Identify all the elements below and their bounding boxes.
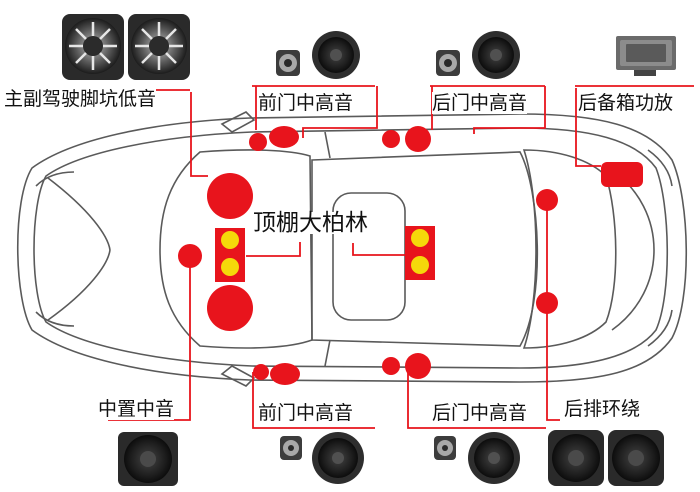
center-speaker-product: [118, 432, 178, 486]
trunk-line: [611, 169, 655, 331]
front-door-mid-top: [269, 126, 299, 148]
front-door-label-top: 前门中高音: [258, 92, 354, 114]
door-seam-bottom: [324, 339, 331, 367]
front-door-tweeter-top: [249, 133, 267, 151]
rear-door-mid-top: [405, 126, 431, 152]
trunk-amp-marker: [601, 162, 643, 187]
door-seam-top: [324, 131, 331, 159]
taillight-bottom: [647, 309, 673, 347]
car-body: [16, 111, 688, 387]
rear-door-speakers-top-product: [436, 31, 520, 79]
taillight-top: [647, 149, 673, 187]
roof-speaker-label: 顶棚大柏林: [251, 210, 370, 236]
front-door-speakers-top-product: [276, 31, 360, 79]
car-outer-outline: [16, 113, 688, 383]
headlight-bottom: [35, 311, 75, 327]
amplifier-product: [616, 36, 676, 76]
rear-door-tweeter-bottom: [382, 357, 400, 375]
front-sub-marker-bottom: [207, 285, 253, 331]
windshield: [159, 149, 313, 349]
roof-speaker-right: [405, 226, 435, 280]
roof-speaker-left: [215, 228, 245, 282]
trunk-amp-label: 后备箱功放: [578, 92, 674, 114]
hood-line-bottom: [47, 249, 111, 321]
rear-door-speakers-bottom-product: [434, 432, 520, 484]
front-door-tweeter-bottom: [253, 364, 269, 380]
front-door-speakers-bottom-product: [280, 432, 364, 484]
mirror-bottom: [220, 365, 256, 387]
rear-door-tweeter-top: [382, 130, 400, 148]
rear-door-label-top: 后门中高音: [432, 92, 528, 114]
subwoofer-product-right: [128, 14, 190, 80]
rear-window: [522, 149, 617, 349]
front-subwoofer-label: 主副驾驶脚坑低音: [4, 88, 157, 110]
roof-panel: [311, 151, 539, 347]
front-door-label-bottom: 前门中高音: [258, 402, 354, 424]
headlight-top: [35, 171, 75, 187]
rear-surround-speakers-product: [548, 430, 664, 486]
rear-surround-marker-bottom: [536, 292, 558, 314]
speaker-markers: [178, 126, 643, 385]
front-door-mid-bottom: [270, 363, 300, 385]
mirror-top: [220, 111, 256, 133]
rear-door-mid-bottom: [405, 353, 431, 379]
rear-door-label-bottom: 后门中高音: [432, 402, 528, 424]
rear-surround-label: 后排环绕: [564, 398, 641, 420]
rear-surround-marker-top: [536, 189, 558, 211]
car-inner-outline: [33, 127, 669, 369]
front-sub-marker-top: [207, 173, 253, 219]
center-speaker-label: 中置中音: [98, 398, 175, 420]
center-marker: [178, 244, 202, 268]
subwoofer-product-left: [62, 14, 124, 80]
hood-line-top: [47, 177, 111, 251]
